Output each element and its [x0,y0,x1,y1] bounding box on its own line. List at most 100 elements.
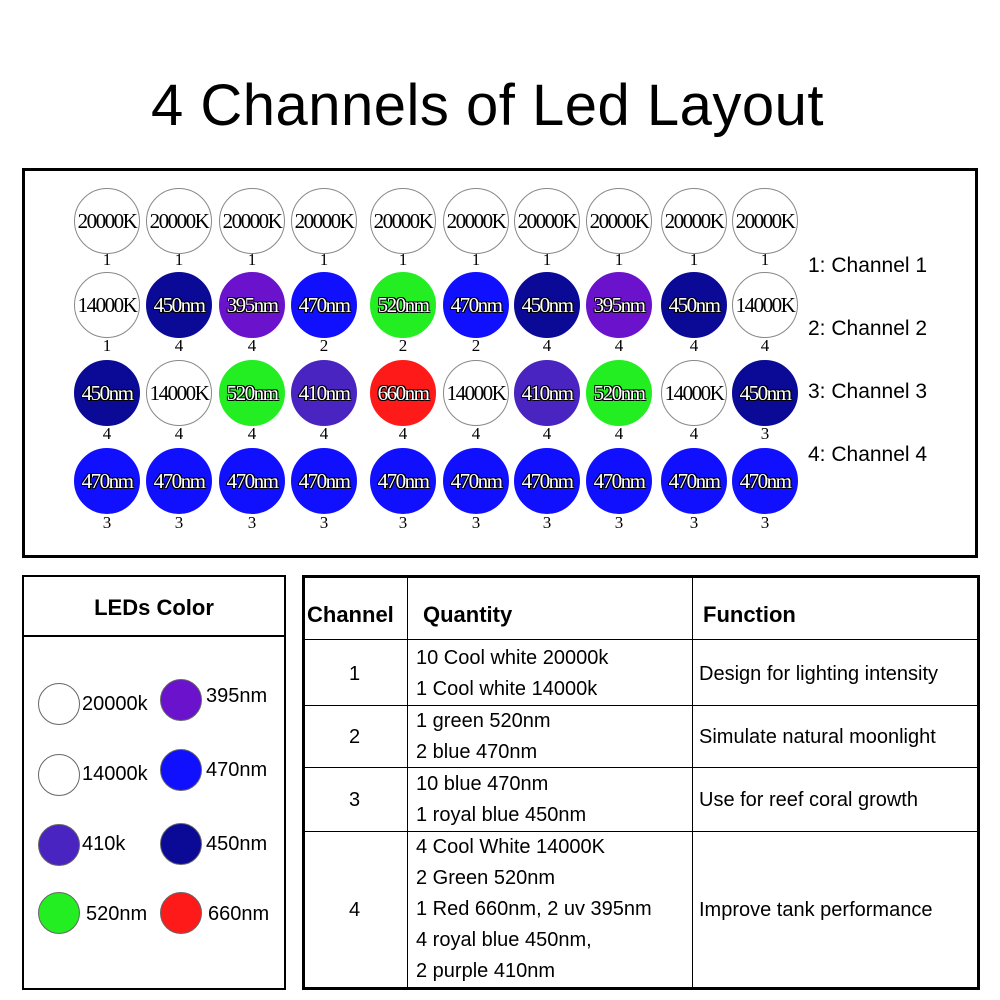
swatch-470nm-icon [160,749,202,791]
led-channel-number: 1 [174,250,184,269]
channel-legend-item: 4: Channel 4 [808,443,928,466]
led-395nm: 395nm [586,272,652,338]
table-rule [305,831,977,832]
led-channel-number: 4 [247,424,257,443]
swatch-14000k-icon [38,754,80,796]
led-20000k: 20000K [514,188,580,254]
led-label: 450nm [521,292,574,317]
led-470nm: 470nm [219,448,285,514]
led-14000k: 14000K [74,272,140,338]
led-470nm: 470nm [514,448,580,514]
led-660nm: 660nm [370,360,436,426]
led-channel-number: 3 [471,513,481,532]
table-quantity-line: 1 Red 660nm, 2 uv 395nm [416,898,652,920]
swatch-label: 410k [82,833,126,855]
swatch-label: 470nm [206,759,268,781]
led-channel-number: 1 [614,250,624,269]
led-20000k: 20000K [291,188,357,254]
table-quantity-line: 2 purple 410nm [416,960,555,982]
led-channel-number: 1 [689,250,699,269]
led-20000k: 20000K [146,188,212,254]
table-quantity-line: 10 Cool white 20000k [416,646,609,669]
table-function-cell: Design for lighting intensity [699,662,939,685]
led-label: 20000K [149,208,210,233]
led-channel-number: 3 [319,513,329,532]
led-label: 470nm [298,292,351,317]
swatch-label: 450nm [206,833,268,855]
led-label: 450nm [153,292,206,317]
led-520nm: 520nm [586,360,652,426]
led-470nm: 470nm [291,448,357,514]
led-label: 470nm [593,468,646,493]
led-channel-number: 4 [398,424,408,443]
led-channel-number: 3 [614,513,624,532]
led-channel-number: 3 [689,513,699,532]
table-header: Channel [307,602,394,627]
led-label: 14000K [664,380,725,405]
led-410nm: 410nm [514,360,580,426]
led-470nm: 470nm [661,448,727,514]
table-function-cell: Simulate natural moonlight [699,725,936,748]
led-20000k: 20000K [219,188,285,254]
table-header: Function [703,602,796,627]
led-395nm: 395nm [219,272,285,338]
led-label: 470nm [739,468,792,493]
swatch-450nm-icon [160,823,202,865]
led-label: 20000K [664,208,725,233]
table-quantity-line: 2 Green 520nm [416,867,555,889]
table-quantity-line: 1 Cool white 14000k [416,677,598,700]
table-quantity-line: 1 royal blue 450nm [416,804,587,826]
table-channel-cell: 1 [349,662,361,685]
swatch-label: 395nm [206,685,268,707]
led-label: 20000K [373,208,434,233]
swatch-660nm-icon [160,892,202,934]
channel-legend-item: 3: Channel 3 [808,380,928,403]
led-channel-number: 4 [102,424,112,443]
led-label: 395nm [226,292,279,317]
led-label: 660nm [377,380,430,405]
led-label: 14000K [77,292,138,317]
led-450nm: 450nm [74,360,140,426]
led-channel-number: 3 [398,513,408,532]
led-channel-number: 4 [319,424,329,443]
led-label: 470nm [668,468,721,493]
led-label: 470nm [298,468,351,493]
led-channel-number: 3 [760,424,770,443]
table-quantity-line: 1 green 520nm [416,709,551,732]
swatch-label: 14000k [82,763,148,785]
swatch-20000k-icon [38,683,80,725]
table-channel-cell: 4 [349,898,361,921]
led-470nm: 470nm [74,448,140,514]
led-20000k: 20000K [74,188,140,254]
table-header: Quantity [423,602,513,627]
table-function-cell: Use for reef coral growth [699,789,918,811]
led-14000k: 14000K [732,272,798,338]
channel-legend-item: 2: Channel 2 [808,317,928,340]
led-channel-number: 4 [542,424,552,443]
led-470nm: 470nm [370,448,436,514]
led-channel-number: 1 [319,250,329,269]
table-rule [305,639,977,640]
led-channel-number: 1 [102,250,112,269]
led-label: 20000K [735,208,796,233]
led-label: 470nm [226,468,279,493]
led-20000k: 20000K [586,188,652,254]
led-channel-number: 3 [247,513,257,532]
page-title: 4 Channels of Led Layout [150,73,825,138]
led-label: 14000K [735,292,796,317]
led-channel-number: 4 [174,424,184,443]
led-470nm: 470nm [443,272,509,338]
led-label: 20000K [517,208,578,233]
led-14000k: 14000K [443,360,509,426]
led-channel-number: 4 [614,336,624,355]
led-470nm: 470nm [146,448,212,514]
led-channel-number: 1 [398,250,408,269]
led-label: 470nm [521,468,574,493]
led-label: 470nm [450,292,503,317]
led-14000k: 14000K [146,360,212,426]
led-450nm: 450nm [146,272,212,338]
led-channel-number: 1 [102,336,112,355]
table-quantity-line: 4 Cool White 14000K [416,836,606,858]
